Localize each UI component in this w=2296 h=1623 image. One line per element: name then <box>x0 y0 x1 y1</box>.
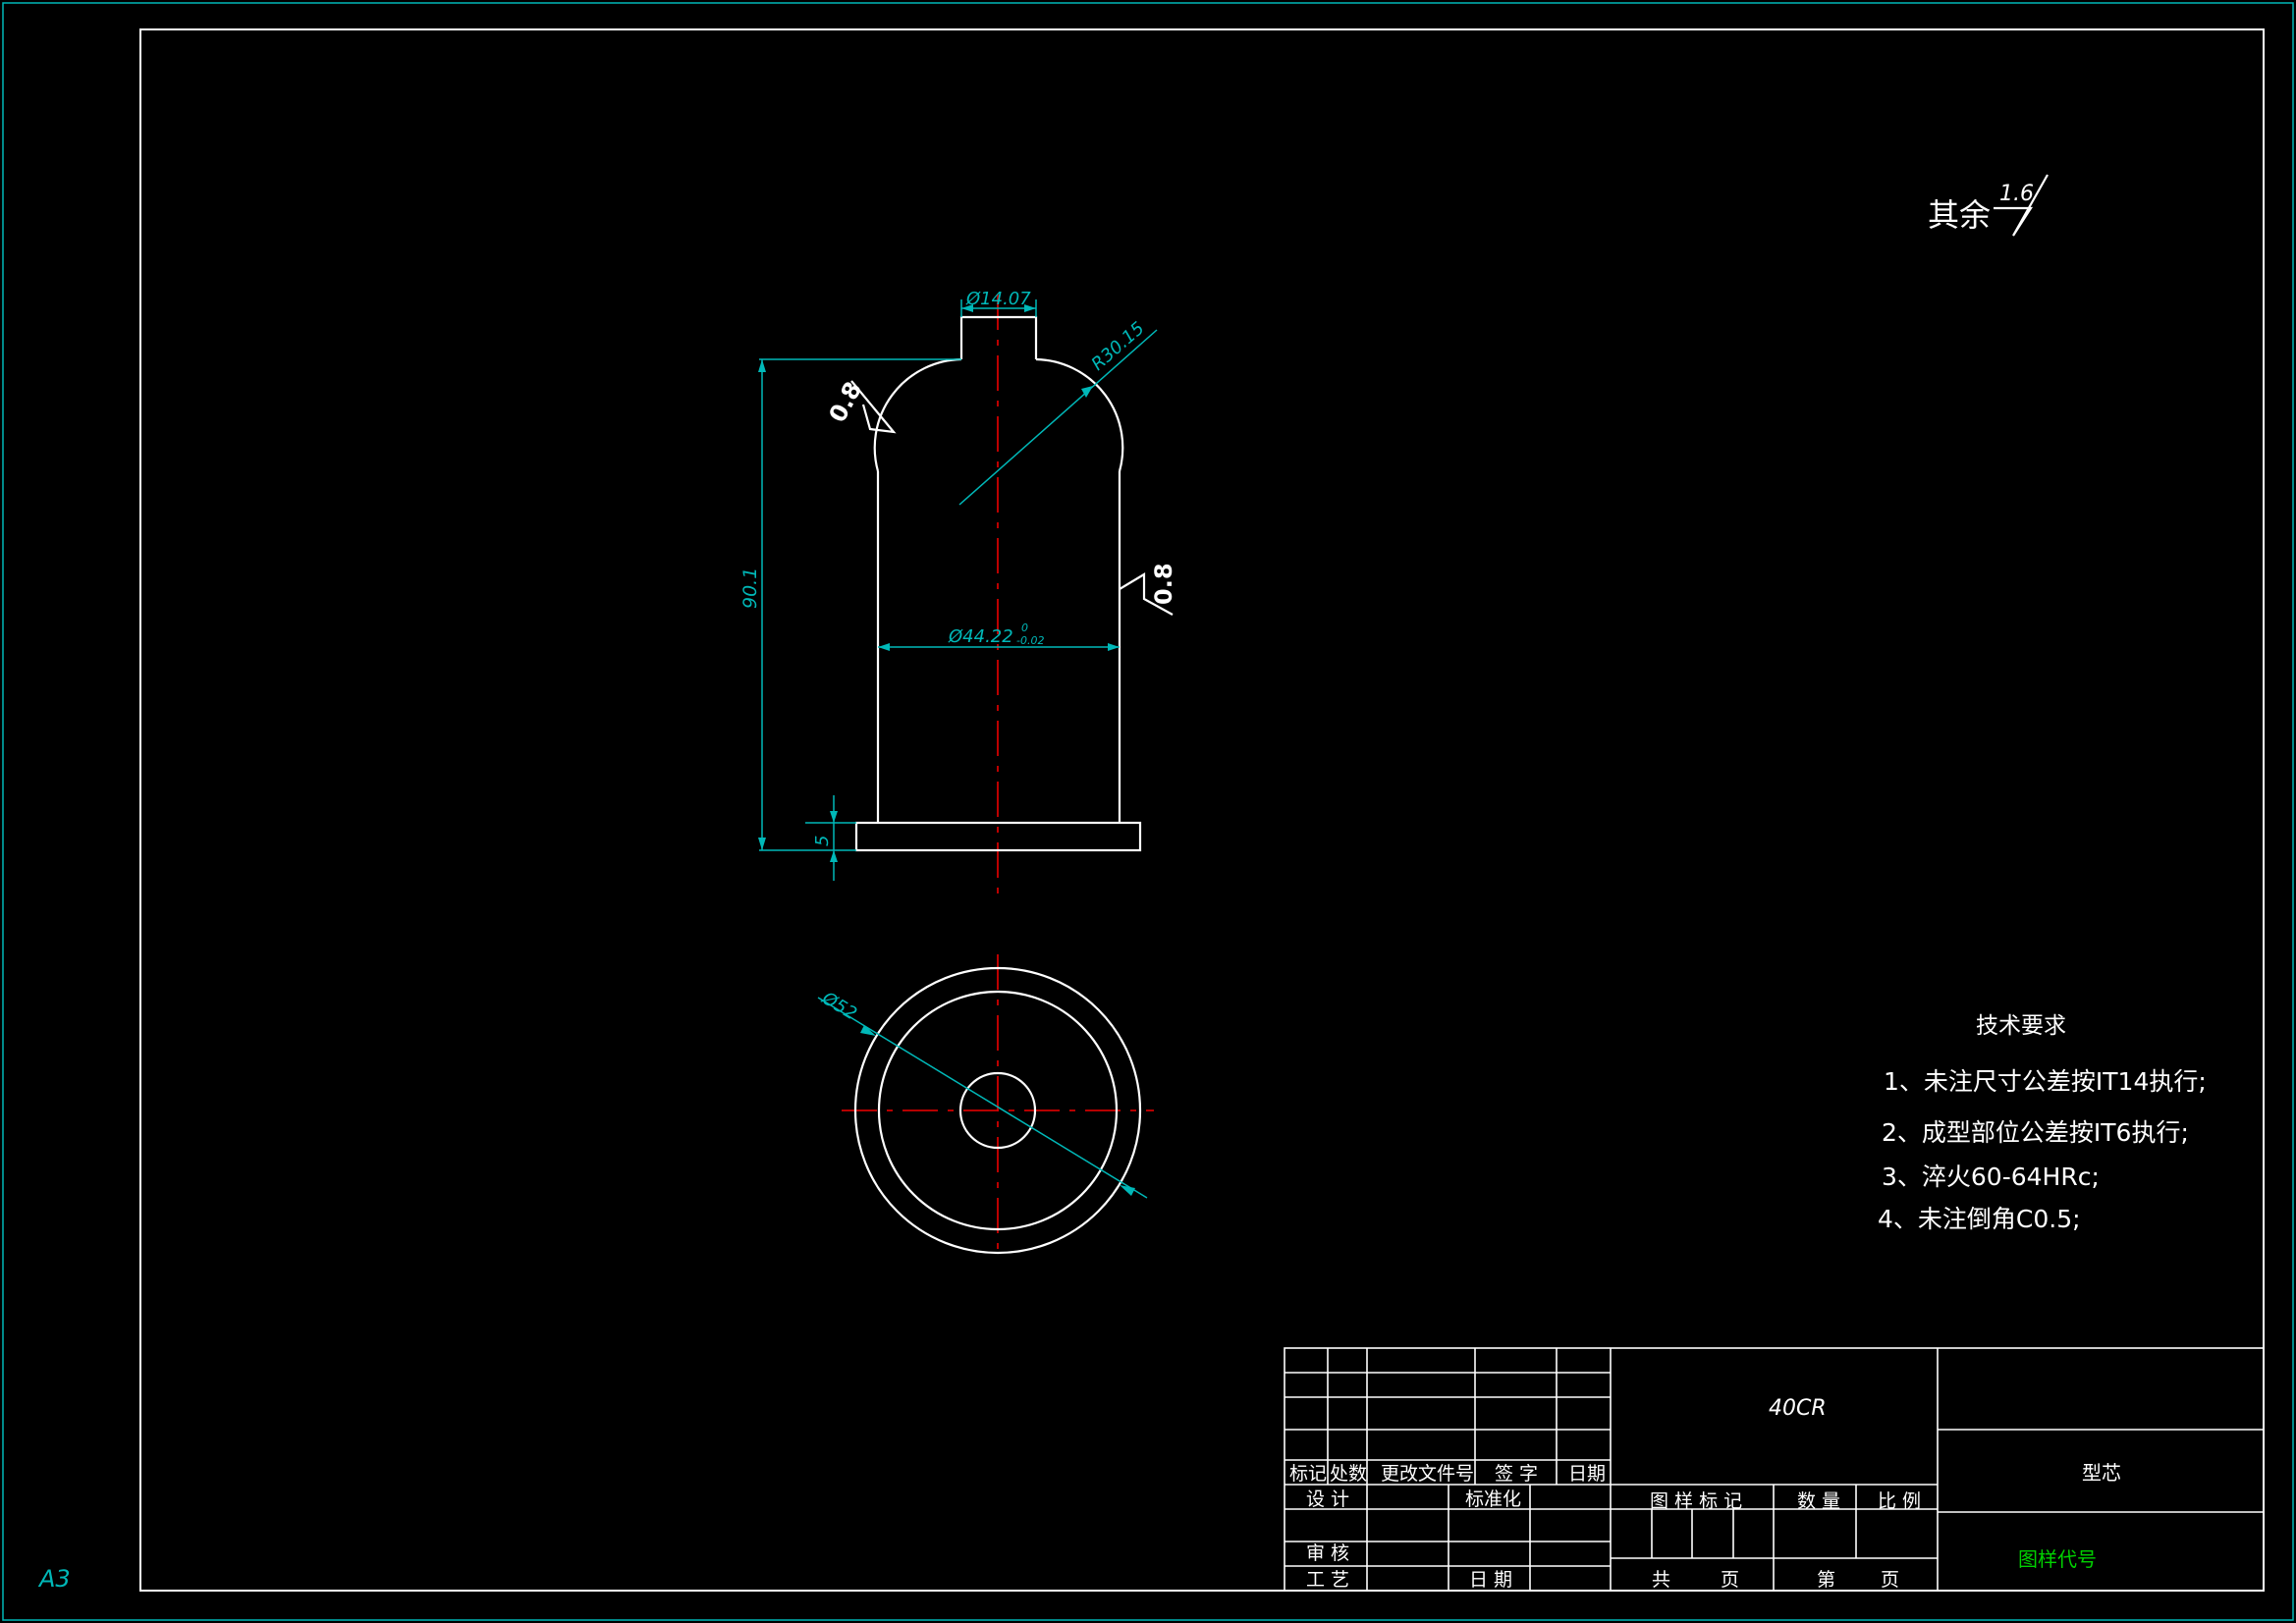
review-label: 审 核 <box>1306 1542 1349 1564</box>
flange-outline <box>854 821 1142 852</box>
sheet-size-label: A3 <box>37 1565 71 1593</box>
page-label-2: 页 <box>1881 1569 1899 1591</box>
roughness-side: 0.8 <box>1150 563 1177 605</box>
arrowhead <box>758 359 766 372</box>
roughness-symbol <box>1994 174 2049 237</box>
part-name: 型芯 <box>2082 1461 2121 1485</box>
tech-req-item-3: 3、淬火60-64HRc; <box>1882 1163 2100 1191</box>
roughness-symbol-dome <box>850 380 897 434</box>
dim-height: 90.1 <box>739 568 761 609</box>
arrowhead <box>961 304 973 312</box>
dim-flange-thickness: 5 <box>812 836 833 846</box>
rev-header-count: 处数 <box>1330 1463 1367 1485</box>
standardize-label: 标准化 <box>1465 1488 1521 1510</box>
rev-header-mark: 标记 <box>1289 1463 1327 1485</box>
front-view: Ø14.07 R30.15 0.8 0.8 90.1 Ø44.22 0 -0.0… <box>739 289 1177 895</box>
dome-left-arc <box>873 357 962 472</box>
title-block: 标记 处数 更改文件号 签 字 日期 设 计 标准化 审 核 工 艺 日 期 4… <box>1284 1347 2265 1592</box>
tech-req-item-1: 1、未注尺寸公差按IT14执行; <box>1884 1067 2207 1096</box>
rev-header-doc: 更改文件号 <box>1381 1463 1474 1485</box>
general-surface-finish: 其余 1.6 <box>1928 174 2049 237</box>
scale-label: 比 例 <box>1878 1490 1921 1512</box>
material-value: 40CR <box>1769 1396 1827 1421</box>
arrowhead <box>1081 386 1093 398</box>
design-label: 设 计 <box>1306 1488 1349 1510</box>
rev-header-date: 日期 <box>1568 1463 1606 1485</box>
date-label: 日 期 <box>1469 1569 1512 1591</box>
arrowhead <box>830 850 838 862</box>
top-boss-outline <box>959 315 1038 359</box>
finish-value: 1.6 <box>1999 182 2034 206</box>
radius-leader <box>958 329 1158 506</box>
tech-req-title: 技术要求 <box>1976 1013 2066 1039</box>
roughness-dome: 0.8 <box>824 377 868 427</box>
quantity-label: 数 量 <box>1797 1490 1840 1512</box>
roughness-symbol-side <box>1119 572 1174 616</box>
dim-radius: R30.15 <box>1088 318 1149 375</box>
body-circle <box>877 990 1119 1231</box>
dim-main-diameter: Ø44.22 <box>948 626 1013 647</box>
page-label-1: 页 <box>1721 1569 1739 1591</box>
drawing-mark-label: 图 样 标 记 <box>1650 1490 1742 1512</box>
outer-circle <box>853 966 1142 1255</box>
rev-header-sign: 签 字 <box>1495 1463 1538 1485</box>
dim-top-diameter: Ø14.07 <box>965 289 1031 309</box>
arrowhead <box>758 838 766 850</box>
drawing-code: 图样代号 <box>2018 1547 2097 1571</box>
arrowhead <box>1120 1185 1135 1196</box>
total-label: 共 <box>1652 1569 1670 1591</box>
technical-requirements: 技术要求 1、未注尺寸公差按IT14执行; 2、成型部位公差按IT6执行; 3、… <box>1878 1013 2207 1233</box>
top-view: Ø52 <box>818 954 1154 1259</box>
dim-main-tol-upper: 0 <box>1021 622 1028 634</box>
arrowhead <box>1024 304 1036 312</box>
boss-circle <box>958 1071 1037 1150</box>
arrowhead <box>830 811 838 823</box>
process-label: 工 艺 <box>1306 1569 1349 1591</box>
arrowhead <box>1108 643 1120 651</box>
dim-line-outer-dia <box>817 997 1148 1199</box>
finish-prefix: 其余 <box>1928 196 1991 234</box>
arrowhead <box>878 643 890 651</box>
sheet-no-label: 第 <box>1817 1569 1835 1591</box>
tech-req-item-2: 2、成型部位公差按IT6执行; <box>1882 1118 2189 1147</box>
tech-req-item-4: 4、未注倒角C0.5; <box>1878 1205 2081 1233</box>
inner-frame <box>139 28 2265 1592</box>
arrowhead <box>860 1025 876 1036</box>
dome-right-arc <box>1035 357 1124 472</box>
dim-main-tol-lower: -0.02 <box>1016 634 1044 647</box>
